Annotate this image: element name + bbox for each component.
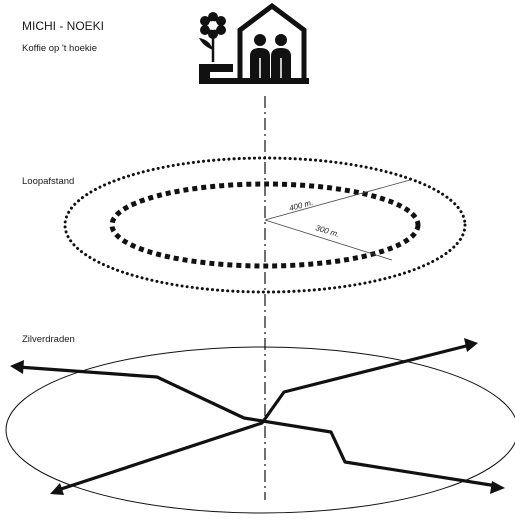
flower-icon <box>199 12 226 62</box>
thread-line-2 <box>57 343 471 492</box>
outer-ring-400m <box>63 156 467 294</box>
radius-label-400m: 400 m. <box>288 198 314 213</box>
inner-ring-300m <box>109 181 421 269</box>
section-label-walking: Loopafstand <box>22 176 75 187</box>
page-title: MICHI - NOEKI <box>22 19 105 33</box>
section-label-threads: Zilverdraden <box>22 334 75 345</box>
arrowhead-top-right <box>464 338 478 352</box>
page-subtitle: Koffie op 't hoekie <box>22 43 98 54</box>
people-icon <box>250 34 291 78</box>
radius-line-400m <box>264 179 411 221</box>
house-with-people-icon <box>199 2 309 84</box>
arrowhead-bottom-left <box>50 483 64 495</box>
silver-threads <box>5 338 515 514</box>
radius-line-300m <box>264 219 393 261</box>
arrowhead-bottom-right <box>490 481 505 494</box>
walking-distance-rings: 400 m. 300 m. <box>63 156 467 294</box>
arrowhead-left <box>10 360 24 374</box>
threads-ellipse <box>5 346 515 514</box>
thread-line-1 <box>17 365 498 488</box>
